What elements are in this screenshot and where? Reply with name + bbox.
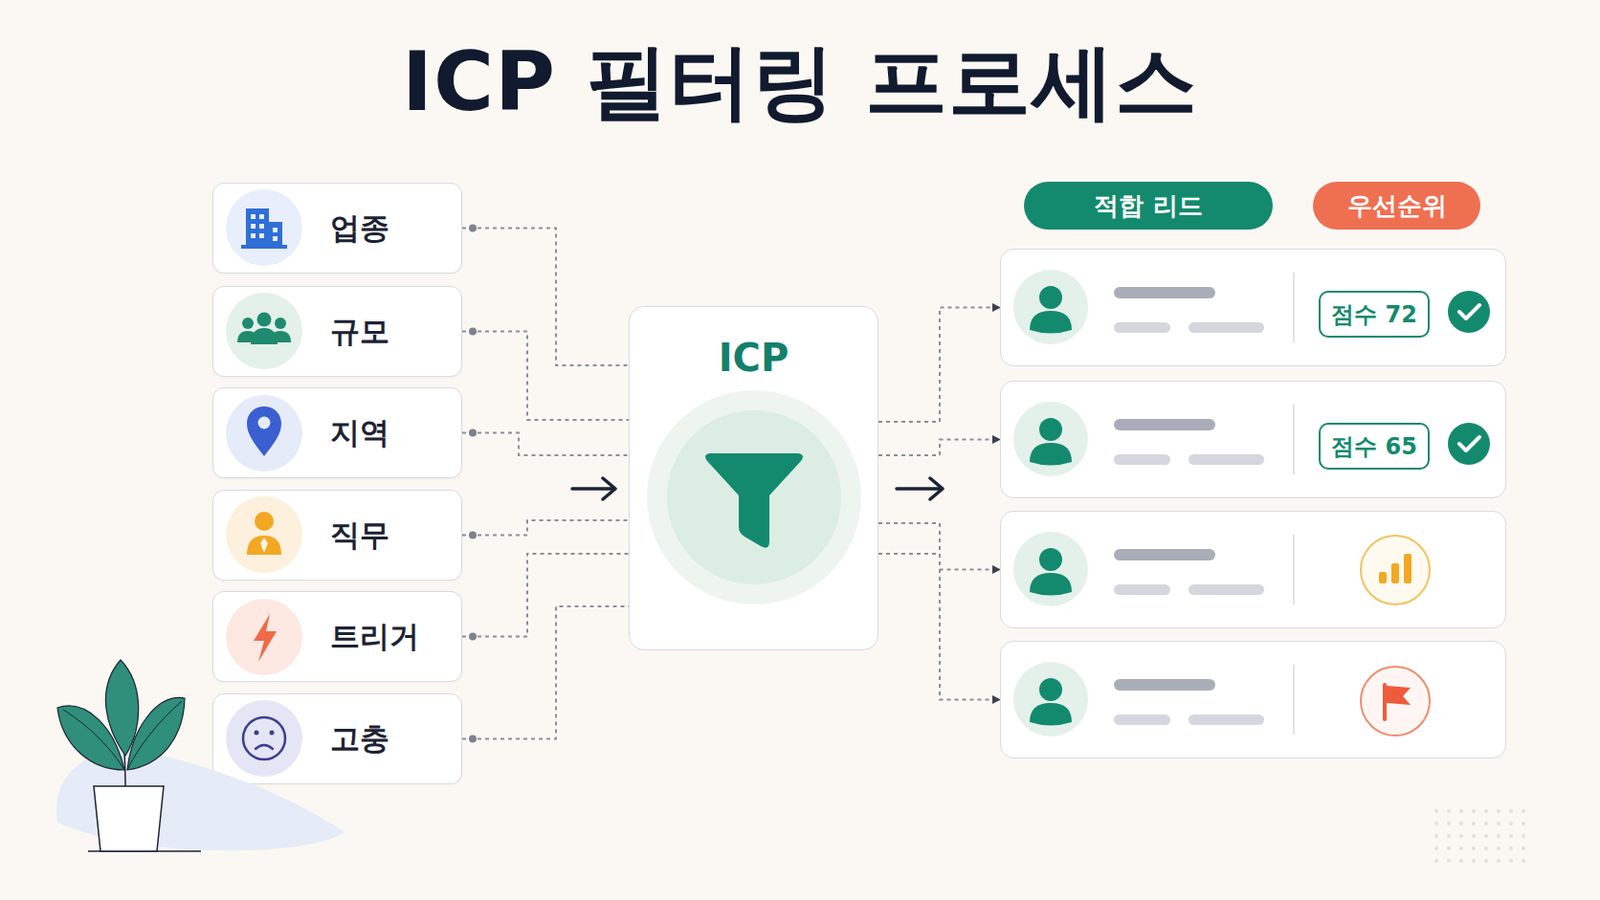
node-label: 점수 72 (1331, 299, 1418, 331)
people-icon (225, 292, 303, 370)
criteria-box: 업종 (212, 182, 463, 274)
lead-row-art (1013, 532, 1430, 607)
node-label: 고충 (330, 719, 390, 760)
dashed-connector (462, 606, 629, 740)
header-pill: 적합 리드 (1023, 181, 1273, 230)
funnel-icon (646, 390, 862, 605)
dashed-connector (878, 440, 1000, 457)
dashed-connector (462, 332, 629, 422)
lead-row (1000, 511, 1507, 629)
connector-dot (468, 328, 477, 336)
diagram-title: ICP 필터링 프로세스 (0, 38, 1600, 125)
header-pill: 우선순위 (1312, 181, 1481, 230)
node-label: 점수 65 (1331, 431, 1418, 463)
dashed-connector (878, 308, 1000, 423)
connector-dot (468, 735, 477, 744)
building-icon (225, 189, 303, 267)
lead-row (1000, 641, 1507, 759)
flow-arrow (572, 478, 616, 500)
criteria-box: 트리거 (212, 591, 463, 683)
worker-icon (225, 496, 303, 574)
lead-row-art (1013, 269, 1490, 345)
lightning-icon (225, 599, 303, 676)
score-badge: 점수 72 (1318, 290, 1430, 338)
criteria-box: 규모 (212, 286, 463, 378)
node-label: 업종 (330, 208, 390, 249)
score-badge: 점수 65 (1318, 422, 1430, 470)
location-pin-icon (225, 395, 303, 472)
dashed-connector (462, 554, 629, 638)
lead-row-art (1013, 662, 1430, 737)
node-label: 지역 (330, 413, 390, 454)
lead-row: 점수 65 (1000, 380, 1507, 499)
node-label: 우선순위 (1347, 189, 1447, 223)
dashed-connector (462, 228, 629, 367)
plant-illustration (56, 660, 345, 852)
node-label: 적합 리드 (1093, 189, 1202, 223)
lead-row-art (1013, 401, 1490, 477)
node-label: ICP (718, 335, 790, 380)
dashed-connector (878, 554, 1000, 701)
connector-dot (468, 429, 477, 438)
connector-dot (468, 633, 477, 642)
criteria-box: 직무 (212, 489, 463, 581)
criteria-box: 고충 (212, 693, 463, 785)
node-label: 규모 (330, 311, 390, 353)
sad-face-icon (225, 700, 303, 778)
criteria-box: 지역 (212, 387, 463, 479)
dot-grid (1434, 809, 1526, 864)
flow-arrow (896, 478, 943, 500)
dashed-connector (462, 520, 629, 536)
connector-dot (468, 532, 477, 540)
lead-row: 점수 72 (1000, 248, 1507, 367)
node-label: 직무 (330, 515, 390, 556)
connector-dot (468, 224, 477, 233)
dashed-connector (462, 433, 629, 457)
filter-box: ICP (628, 306, 879, 651)
node-label: 트리거 (330, 617, 420, 658)
